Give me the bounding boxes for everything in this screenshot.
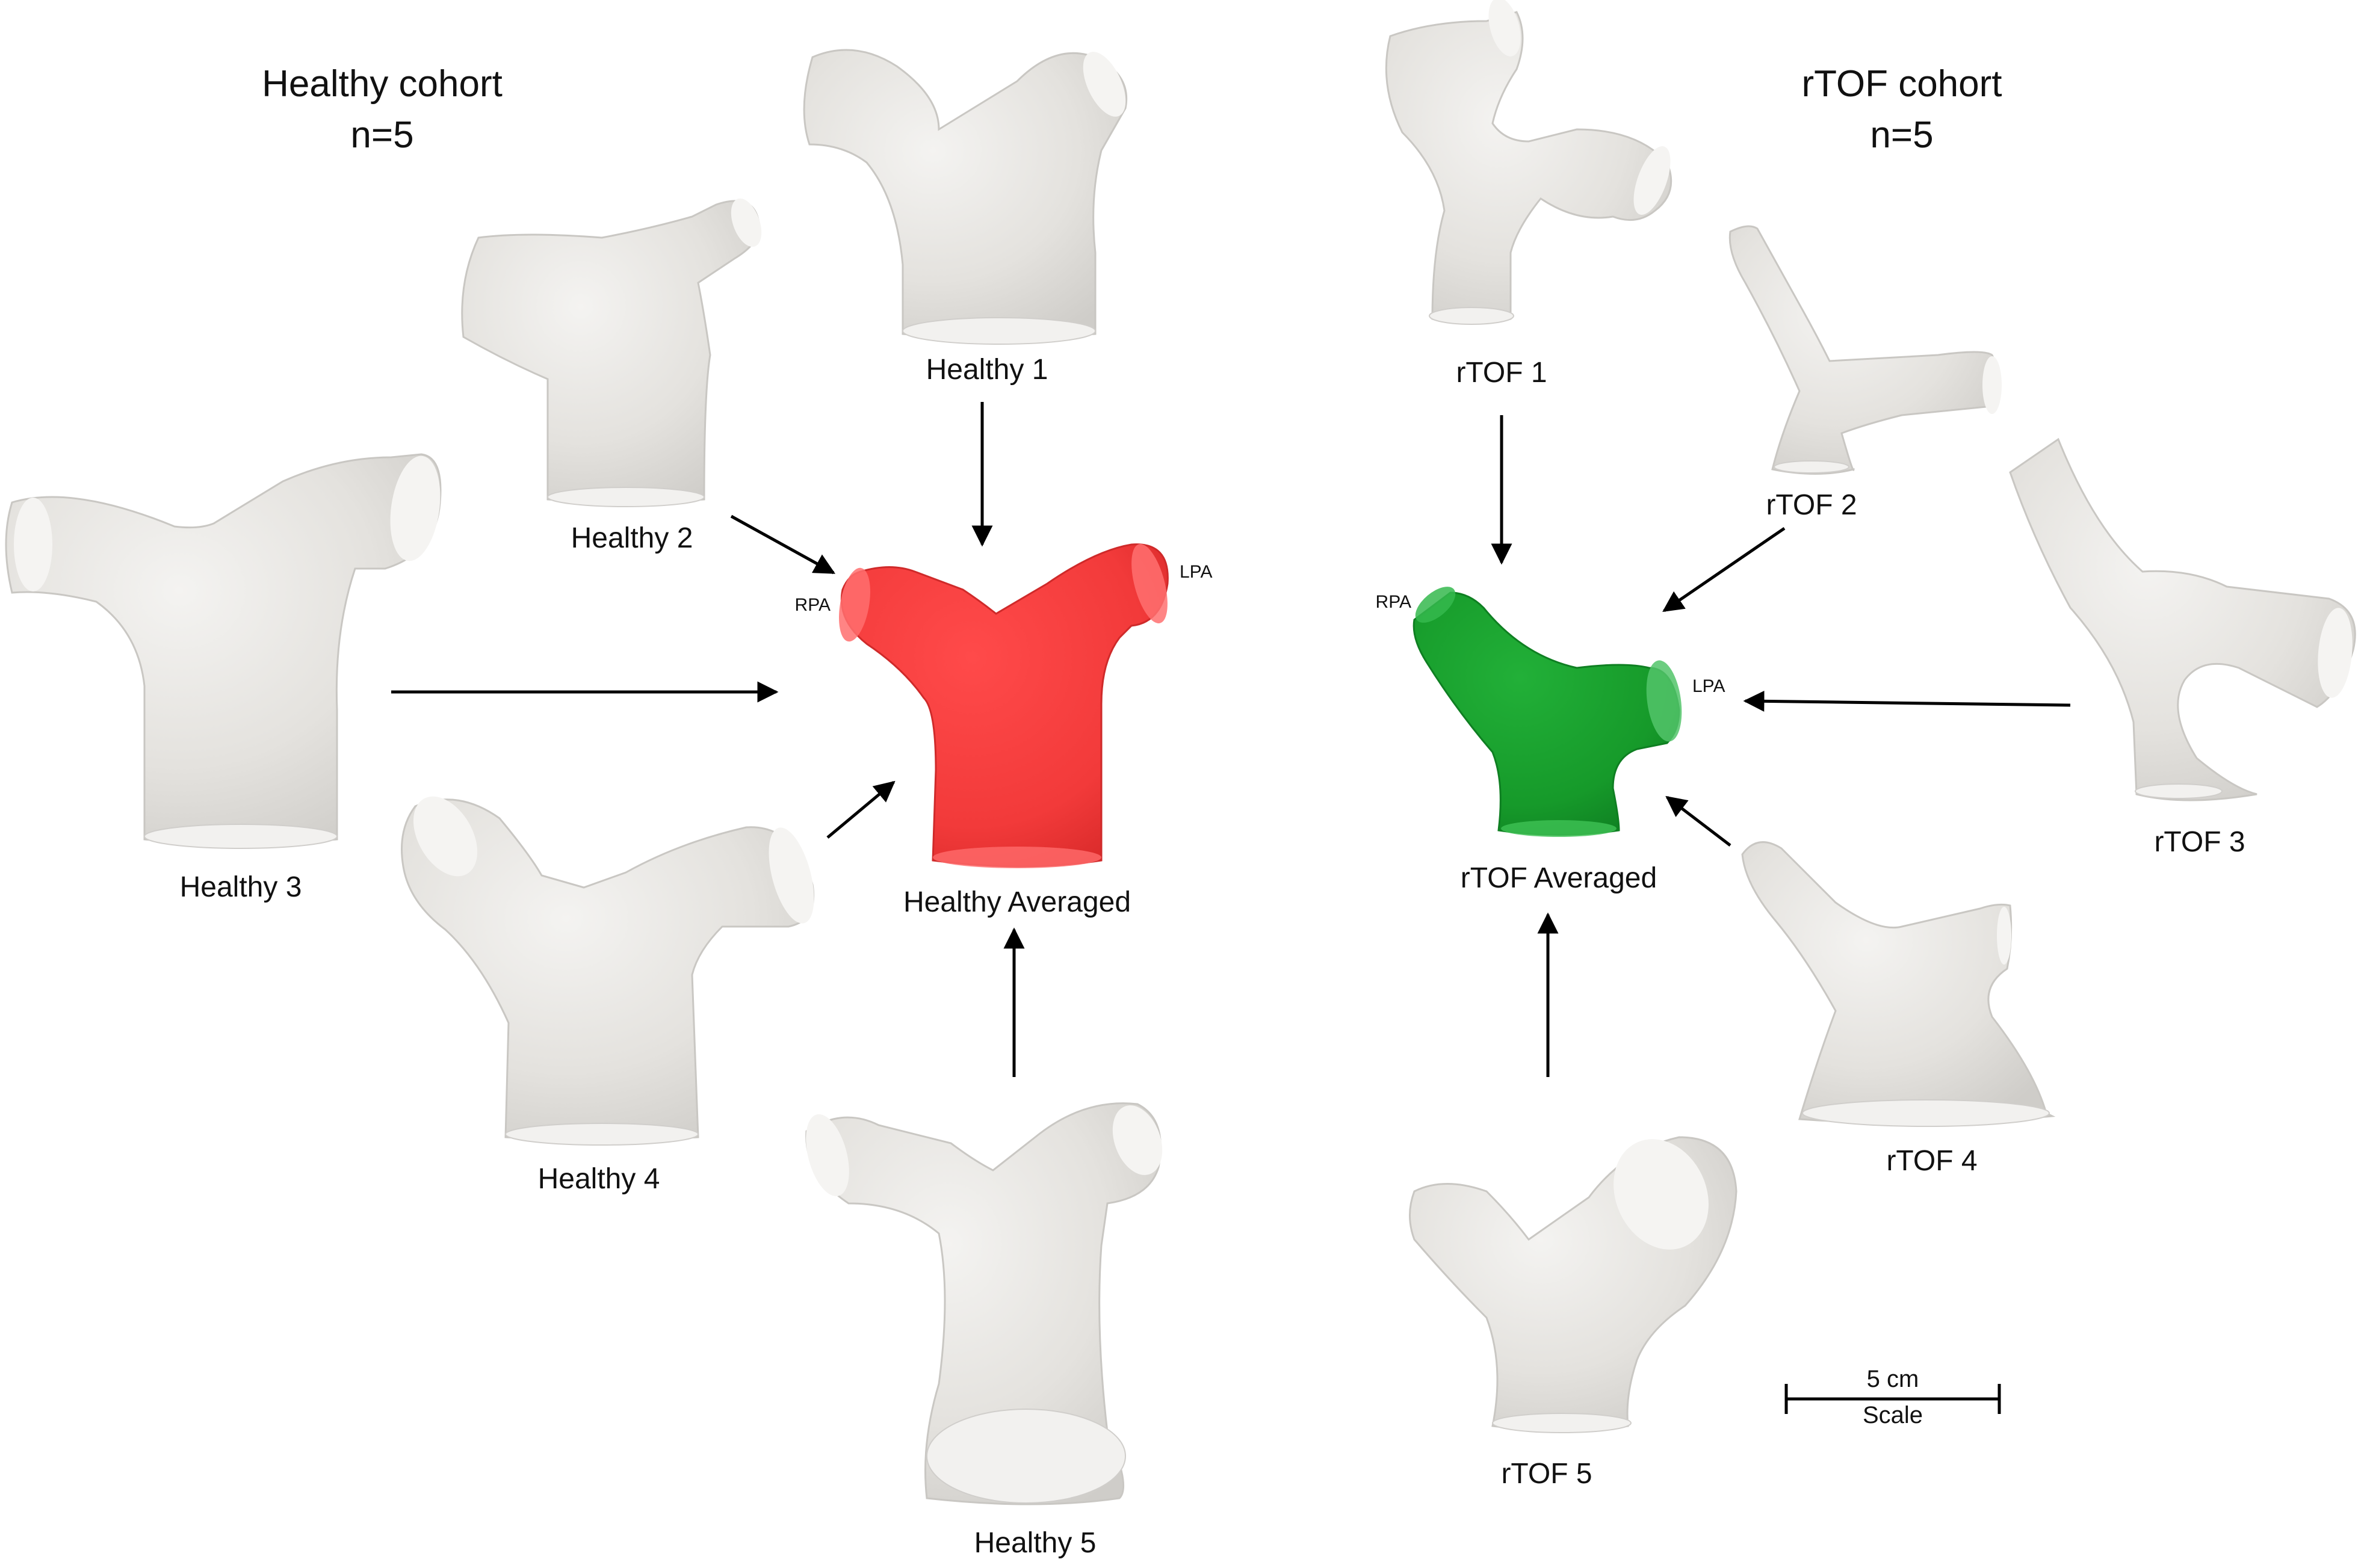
arrow-rtof-4 <box>1665 795 1731 847</box>
healthy-model-1-label: Healthy 1 <box>926 354 1048 386</box>
healthy-model-2: Healthy 2 <box>461 198 762 554</box>
scale-bar-length: 5 cm <box>1867 1366 1919 1392</box>
healthy-model-3: Healthy 3 <box>5 453 442 903</box>
healthy-cohort-title: Healthy cohort <box>262 63 503 105</box>
healthy-model-5: Healthy 5 <box>805 1102 1163 1559</box>
rtof-model-2: rTOF 2 <box>1728 225 2002 521</box>
rtof-model-5-label: rTOF 5 <box>1501 1458 1592 1490</box>
rtof-model-4-label: rTOF 4 <box>1886 1145 1977 1177</box>
rtof-model-3-label: rTOF 3 <box>2154 826 2245 858</box>
arrow-healthy-2 <box>730 514 836 575</box>
rtof-averaged-lpa-label: LPA <box>1692 676 1725 696</box>
arrow-rtof-3 <box>1743 690 2071 712</box>
rtof-model-5: rTOF 5 <box>1409 1136 1737 1490</box>
scale-bar-caption: Scale <box>1863 1402 1923 1428</box>
healthy-model-3-label: Healthy 3 <box>180 871 302 903</box>
healthy-model-4-label: Healthy 4 <box>538 1163 660 1195</box>
rtof-averaged-model: RPA LPA rTOF Averaged <box>1376 587 1725 894</box>
scale-bar: 5 cm Scale <box>1784 1366 2001 1428</box>
rtof-averaged-label: rTOF Averaged <box>1461 862 1657 894</box>
healthy-averaged-lpa-label: LPA <box>1180 562 1212 582</box>
healthy-cohort-heading: Healthy cohort n=5 <box>262 63 503 156</box>
rtof-cohort-count: n=5 <box>1870 114 1933 156</box>
rtof-cohort-title: rTOF cohort <box>1801 63 2002 105</box>
healthy-averaged-rpa-label: RPA <box>795 595 831 615</box>
rtof-model-3: rTOF 3 <box>2009 437 2356 858</box>
rtof-cohort-heading: rTOF cohort n=5 <box>1801 63 2002 156</box>
arrow-healthy-4 <box>826 780 896 839</box>
rtof-model-1: rTOF 1 <box>1385 0 1672 389</box>
healthy-arrows <box>391 402 1025 1077</box>
rtof-model-2-label: rTOF 2 <box>1766 489 1857 521</box>
healthy-model-5-label: Healthy 5 <box>974 1527 1097 1559</box>
healthy-model-2-label: Healthy 2 <box>571 522 693 554</box>
rtof-model-4: rTOF 4 <box>1741 841 2056 1177</box>
healthy-model-4: Healthy 4 <box>401 796 815 1195</box>
rtof-arrows <box>1491 415 2071 1077</box>
healthy-model-1: Healthy 1 <box>803 49 1128 386</box>
rtof-model-1-label: rTOF 1 <box>1456 357 1547 389</box>
arrow-rtof-2 <box>1662 526 1786 613</box>
healthy-averaged-model: RPA LPA Healthy Averaged <box>795 543 1212 918</box>
healthy-averaged-label: Healthy Averaged <box>903 886 1131 918</box>
rtof-averaged-rpa-label: RPA <box>1376 592 1411 612</box>
healthy-cohort-count: n=5 <box>350 114 413 156</box>
